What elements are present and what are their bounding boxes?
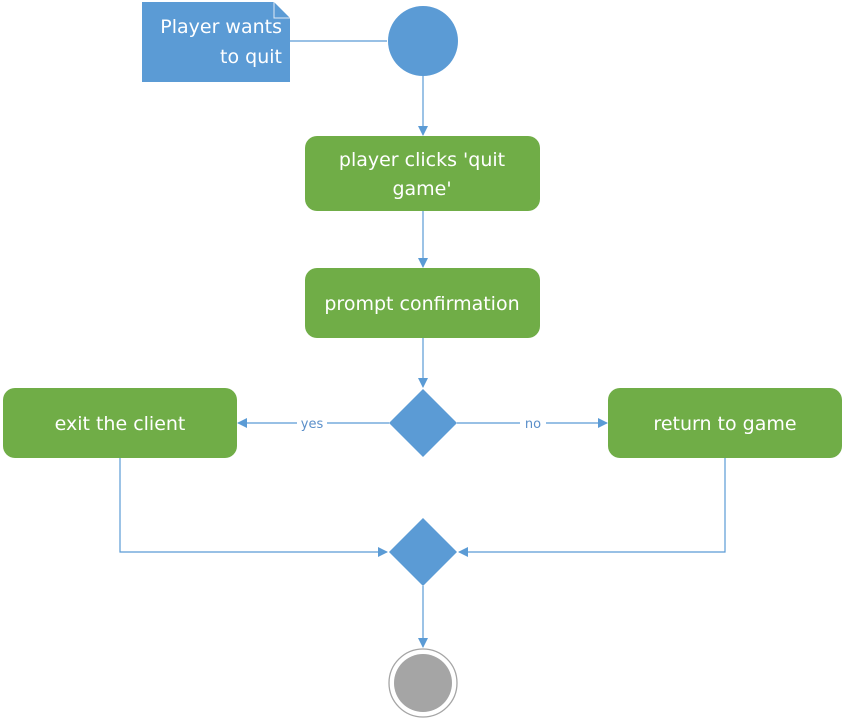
action-return-label: return to game [653,413,796,435]
action-exit-label: exit the client [55,413,186,435]
action-click-quit: player clicks 'quit game' [305,136,540,211]
action-return-to-game: return to game [608,388,842,458]
action-exit-client: exit the client [3,388,237,458]
flow-exit-to-merge [119,458,388,557]
yes-label-bg [297,415,327,431]
decision-node [389,389,457,457]
action-click-quit-line-2: game' [392,178,451,200]
final-node [388,648,458,718]
note-shape: Player wants to quit [142,2,290,82]
action-prompt-confirmation: prompt confirmation [305,268,540,338]
merge-node [389,518,457,586]
flow-return-to-merge [458,458,726,557]
action-click-quit-line-1: player clicks 'quit [339,149,505,171]
note-line-1: Player wants [160,16,282,38]
action-prompt-label: prompt confirmation [324,293,519,315]
no-label-bg [520,415,546,431]
no-label: no [525,417,541,432]
note-line-2: to quit [220,46,282,68]
initial-node [388,6,458,76]
yes-label: yes [301,417,324,432]
